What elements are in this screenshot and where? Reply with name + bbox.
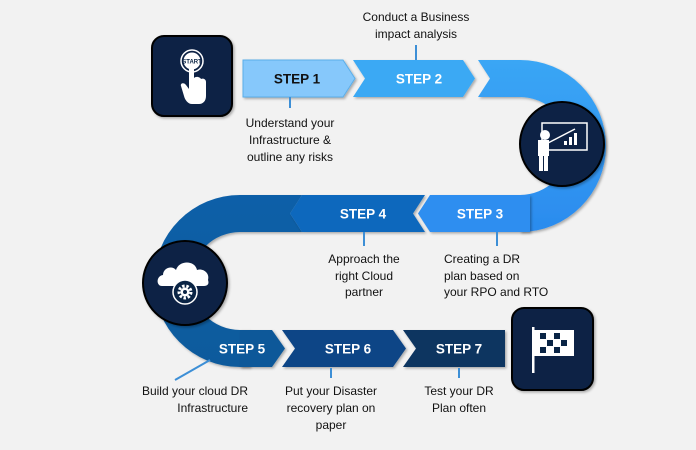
desc-line: Creating a DR bbox=[444, 252, 520, 266]
step-1-description: Understand your Infrastructure & outline… bbox=[246, 116, 335, 164]
step-3-label: STEP 3 bbox=[457, 207, 504, 222]
step-4-label: STEP 4 bbox=[340, 207, 387, 222]
desc-line: Put your Disaster bbox=[285, 384, 377, 398]
step-5-connector bbox=[174, 359, 211, 381]
desc-line: Approach the bbox=[328, 252, 400, 266]
desc-line: Infrastructure bbox=[177, 401, 248, 415]
step-6-label: STEP 6 bbox=[325, 342, 372, 357]
step-3-description: Creating a DR plan based on your RPO and… bbox=[444, 252, 548, 299]
cloud-gear-icon bbox=[142, 240, 228, 326]
step-2-description: Conduct a Business impact analysis bbox=[363, 10, 470, 41]
desc-line: Conduct a Business bbox=[363, 10, 470, 24]
desc-line: outline any risks bbox=[247, 150, 333, 164]
desc-line: recovery plan on bbox=[287, 401, 376, 415]
step-5-description: Build your cloud DR Infrastructure bbox=[142, 384, 248, 415]
step-6-description: Put your Disaster recovery plan on paper bbox=[285, 384, 377, 432]
desc-line: paper bbox=[316, 418, 347, 432]
desc-line: partner bbox=[345, 285, 383, 299]
desc-line: Understand your bbox=[246, 116, 335, 130]
step-7-description: Test your DR Plan often bbox=[424, 384, 494, 415]
desc-line: right Cloud bbox=[335, 269, 393, 283]
presenter-chart-icon bbox=[519, 101, 605, 187]
desc-line: your RPO and RTO bbox=[444, 285, 548, 299]
desc-line: impact analysis bbox=[375, 27, 457, 41]
start-button-icon: START bbox=[151, 35, 233, 117]
step-3-chevron bbox=[418, 195, 530, 232]
step-7-label: STEP 7 bbox=[436, 342, 482, 357]
desc-line: Test your DR bbox=[424, 384, 494, 398]
desc-line: Plan often bbox=[432, 401, 486, 415]
step-1-chevron bbox=[242, 59, 356, 98]
step-7-chevron bbox=[403, 330, 505, 367]
step-5-label: STEP 5 bbox=[219, 342, 266, 357]
desc-line: Build your cloud DR bbox=[142, 384, 248, 398]
step-6-chevron bbox=[282, 330, 406, 367]
step-2-label: STEP 2 bbox=[396, 72, 442, 87]
step-4-description: Approach the right Cloud partner bbox=[328, 252, 400, 299]
step-2-chevron bbox=[353, 60, 475, 97]
step-1-label: STEP 1 bbox=[274, 72, 321, 87]
checkered-flag-icon bbox=[511, 307, 594, 391]
step-5-chevron bbox=[240, 330, 285, 367]
step-4-chevron bbox=[290, 195, 425, 232]
desc-line: Infrastructure & bbox=[249, 133, 331, 147]
start-text: START bbox=[182, 60, 202, 66]
desc-line: plan based on bbox=[444, 269, 519, 283]
